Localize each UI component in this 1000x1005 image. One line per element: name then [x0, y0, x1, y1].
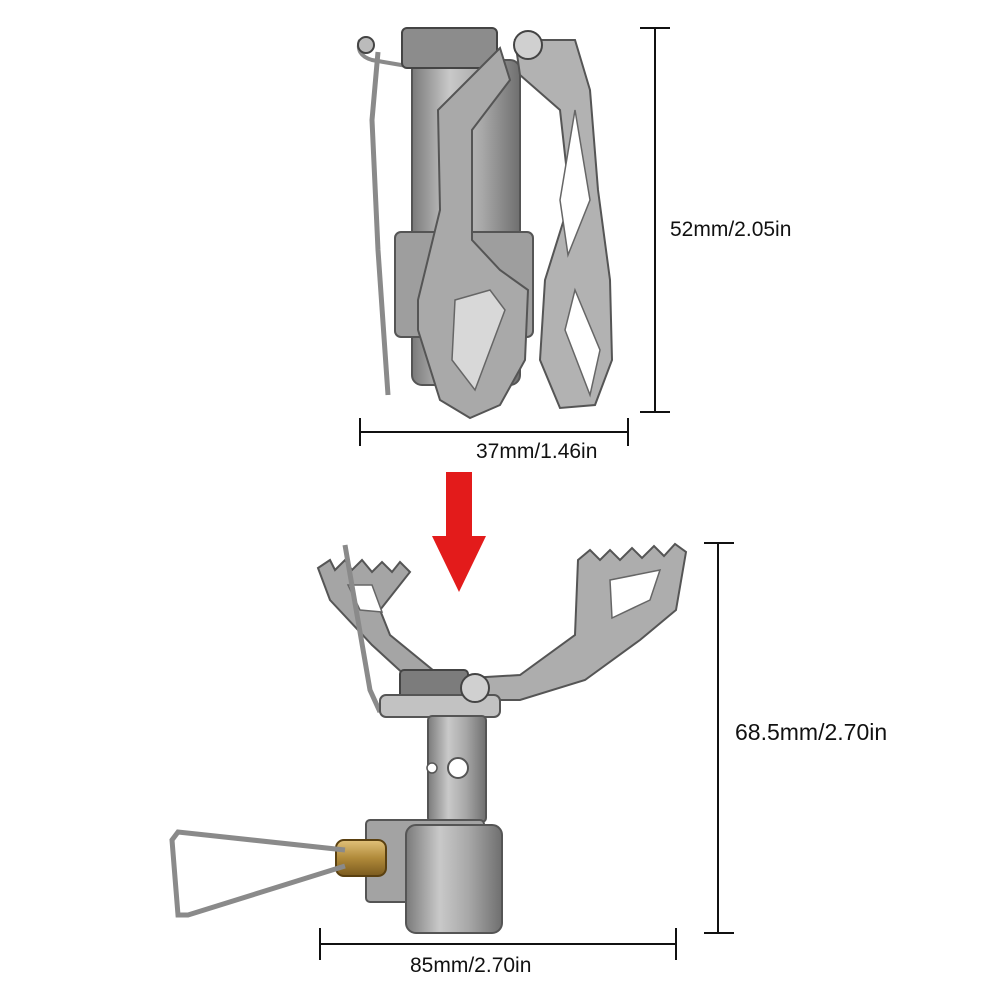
folded-burner-head	[401, 27, 498, 69]
unfolded-width-label: 85mm/2.70in	[410, 954, 532, 977]
unfolded-air-hole	[447, 757, 469, 779]
unfolded-pivot-bolt	[460, 673, 490, 703]
unfolded-height-label: 68.5mm/2.70in	[735, 719, 888, 745]
unfolded-right-arm-cutout	[609, 569, 662, 620]
folded-stove	[356, 27, 614, 420]
unfolded-height-dimension	[704, 542, 734, 934]
unfolded-wire-handle	[169, 829, 346, 918]
folded-wire-pivot	[357, 36, 375, 54]
unfolded-right-arm	[469, 542, 688, 701]
unfolded-air-hole-small	[426, 762, 438, 774]
folded-pivot-bolt	[513, 30, 543, 60]
folded-width-dimension	[359, 418, 629, 446]
folded-arm-cutout-left	[451, 289, 506, 392]
down-arrow-icon	[432, 472, 486, 592]
unfolded-left-wire	[342, 544, 383, 714]
unfolded-base	[405, 824, 503, 934]
folded-left-arm	[417, 46, 530, 420]
unfolded-brass-knob	[335, 839, 387, 877]
folded-height-dimension	[640, 27, 670, 413]
folded-width-label: 37mm/1.46in	[476, 440, 598, 463]
folded-height-label: 52mm/2.05in	[670, 218, 792, 241]
folded-wire-handle	[369, 51, 391, 396]
unfolded-stove	[169, 542, 688, 934]
folded-arm-cutout-right	[559, 109, 591, 258]
unfolded-width-dimension	[319, 928, 677, 960]
folded-arm-cutout-lower	[564, 287, 601, 398]
